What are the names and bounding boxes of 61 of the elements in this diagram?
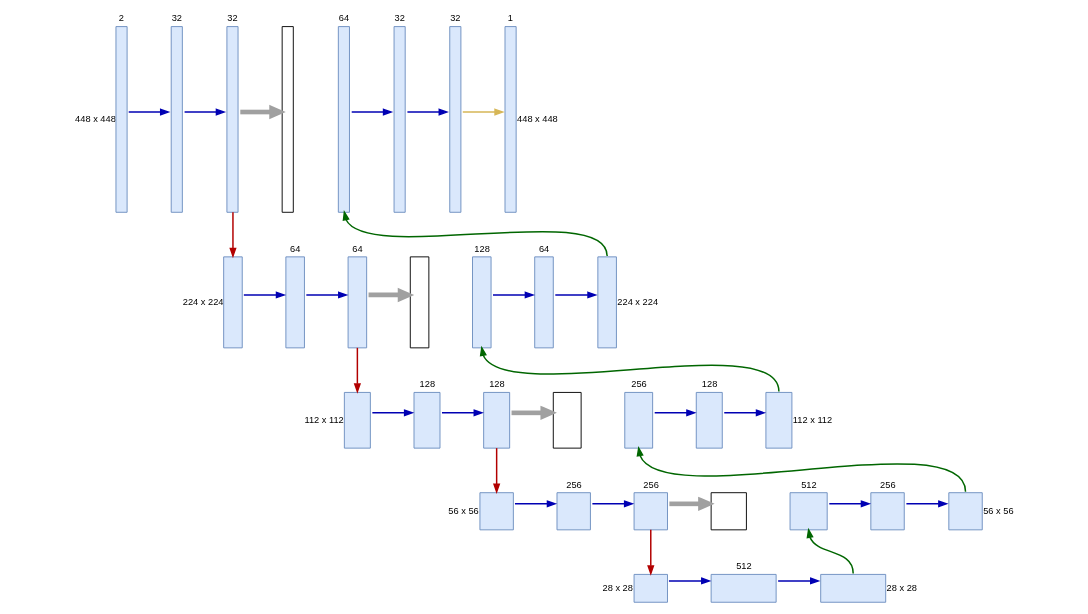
node-label: 2 bbox=[118, 13, 124, 24]
node-label: 64 bbox=[338, 13, 350, 24]
node-label: 32 bbox=[227, 13, 238, 24]
node-label: 32 bbox=[171, 13, 182, 24]
arrow bbox=[371, 409, 415, 417]
node-label: 512 bbox=[801, 479, 817, 490]
arrow bbox=[636, 445, 967, 493]
node-label: 128 bbox=[489, 379, 505, 390]
node-label: 512 bbox=[736, 561, 752, 572]
arrow bbox=[668, 577, 712, 585]
arrow bbox=[723, 409, 767, 417]
arrow bbox=[479, 345, 780, 393]
node-label: 256 bbox=[631, 379, 647, 390]
arrow bbox=[183, 108, 227, 116]
arrow bbox=[406, 108, 449, 116]
arrow bbox=[554, 291, 598, 299]
arrow bbox=[493, 447, 501, 495]
node-label: 1 bbox=[507, 13, 513, 24]
arrow bbox=[492, 291, 536, 299]
arrow bbox=[462, 108, 505, 116]
arrow bbox=[240, 104, 286, 120]
node-label: 112 x 112 bbox=[792, 414, 833, 425]
arrow bbox=[777, 577, 821, 585]
arrow bbox=[514, 500, 558, 508]
node-label: 112 x 112 bbox=[304, 414, 344, 425]
node-label: 224 x 224 bbox=[182, 296, 224, 307]
node-label: 224 x 224 bbox=[617, 296, 659, 307]
arrow bbox=[350, 108, 394, 116]
node-label: 448 x 448 bbox=[75, 113, 116, 124]
node-label: 128 bbox=[474, 243, 490, 254]
arrow bbox=[353, 347, 362, 394]
arrow bbox=[669, 496, 715, 512]
node-label: 56 x 56 bbox=[448, 505, 479, 516]
arrow bbox=[305, 291, 349, 299]
node-label: 32 bbox=[394, 13, 405, 24]
node-label: 56 x 56 bbox=[983, 505, 1014, 516]
arrow bbox=[511, 405, 557, 421]
arrow bbox=[591, 500, 635, 508]
node-label: 128 bbox=[701, 379, 718, 390]
arrow bbox=[905, 500, 949, 508]
arrow bbox=[806, 527, 854, 575]
arrow bbox=[368, 287, 415, 303]
arrow bbox=[653, 409, 697, 417]
arrow bbox=[229, 211, 237, 259]
node-label: 28 x 28 bbox=[886, 582, 918, 593]
node-label: 128 bbox=[419, 379, 436, 390]
arrow bbox=[647, 529, 655, 576]
arrow bbox=[342, 210, 608, 257]
node-label: 64 bbox=[290, 243, 301, 254]
node-label: 256 bbox=[643, 479, 659, 490]
node-label: 256 bbox=[880, 479, 896, 490]
node-label: 64 bbox=[538, 243, 550, 254]
node-label: 448 x 448 bbox=[517, 113, 558, 124]
node-label: 32 bbox=[450, 13, 461, 24]
arrow bbox=[828, 500, 872, 508]
arrow bbox=[441, 409, 484, 417]
arrow bbox=[127, 108, 171, 116]
node-label: 256 bbox=[566, 479, 582, 490]
node-label: 64 bbox=[352, 243, 363, 254]
node-label: 28 x 28 bbox=[602, 582, 633, 593]
arrow bbox=[243, 291, 287, 299]
